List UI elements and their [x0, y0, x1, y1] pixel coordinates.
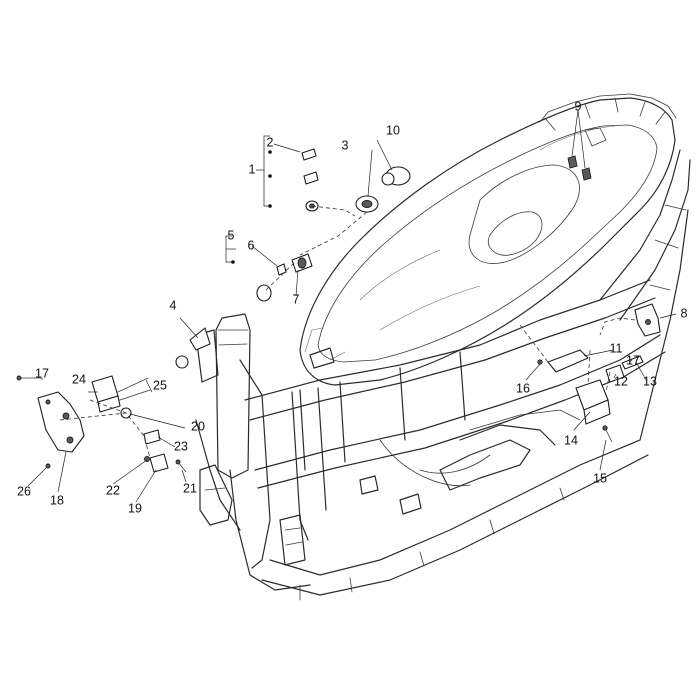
- callout-13: 13: [643, 374, 657, 388]
- callout-25: 25: [153, 378, 167, 392]
- callout-2: 2: [267, 135, 274, 149]
- callout-7: 7: [293, 292, 300, 306]
- callout-20: 20: [191, 419, 205, 433]
- callout-15: 15: [593, 471, 607, 485]
- callout-21: 21: [183, 481, 197, 495]
- callout-6: 6: [248, 238, 255, 252]
- callout-26: 26: [17, 484, 31, 498]
- dashed-assembly-lines: [59, 205, 636, 459]
- group-brackets: [225, 135, 270, 263]
- callout-17-right: 17: [626, 353, 640, 367]
- callout-17-left: 17: [35, 366, 49, 380]
- callout-19: 19: [128, 501, 142, 515]
- callout-14: 14: [564, 433, 578, 447]
- callout-22: 22: [106, 483, 120, 497]
- underseat-tub: [299, 93, 677, 386]
- callout-23: 23: [174, 439, 188, 453]
- callout-10: 10: [386, 123, 400, 137]
- leader-lines: [27, 109, 677, 503]
- parts: [16, 148, 661, 473]
- callout-8: 8: [681, 306, 688, 320]
- callout-3: 3: [342, 138, 349, 152]
- callout-16: 16: [516, 381, 530, 395]
- callout-12: 12: [614, 374, 628, 388]
- callout-9: 9: [575, 99, 582, 113]
- callout-labels: 1 2 3 4 5 6 7 8 9 10 11 12 13 14 15 16 1…: [17, 99, 687, 515]
- bracket-dots: [231, 150, 272, 264]
- callout-18: 18: [50, 493, 64, 507]
- callout-24: 24: [72, 372, 86, 386]
- callout-4: 4: [170, 298, 177, 312]
- callout-5: 5: [228, 228, 235, 242]
- callout-1: 1: [249, 162, 256, 176]
- main-frame: [195, 149, 691, 601]
- callout-11: 11: [610, 341, 623, 355]
